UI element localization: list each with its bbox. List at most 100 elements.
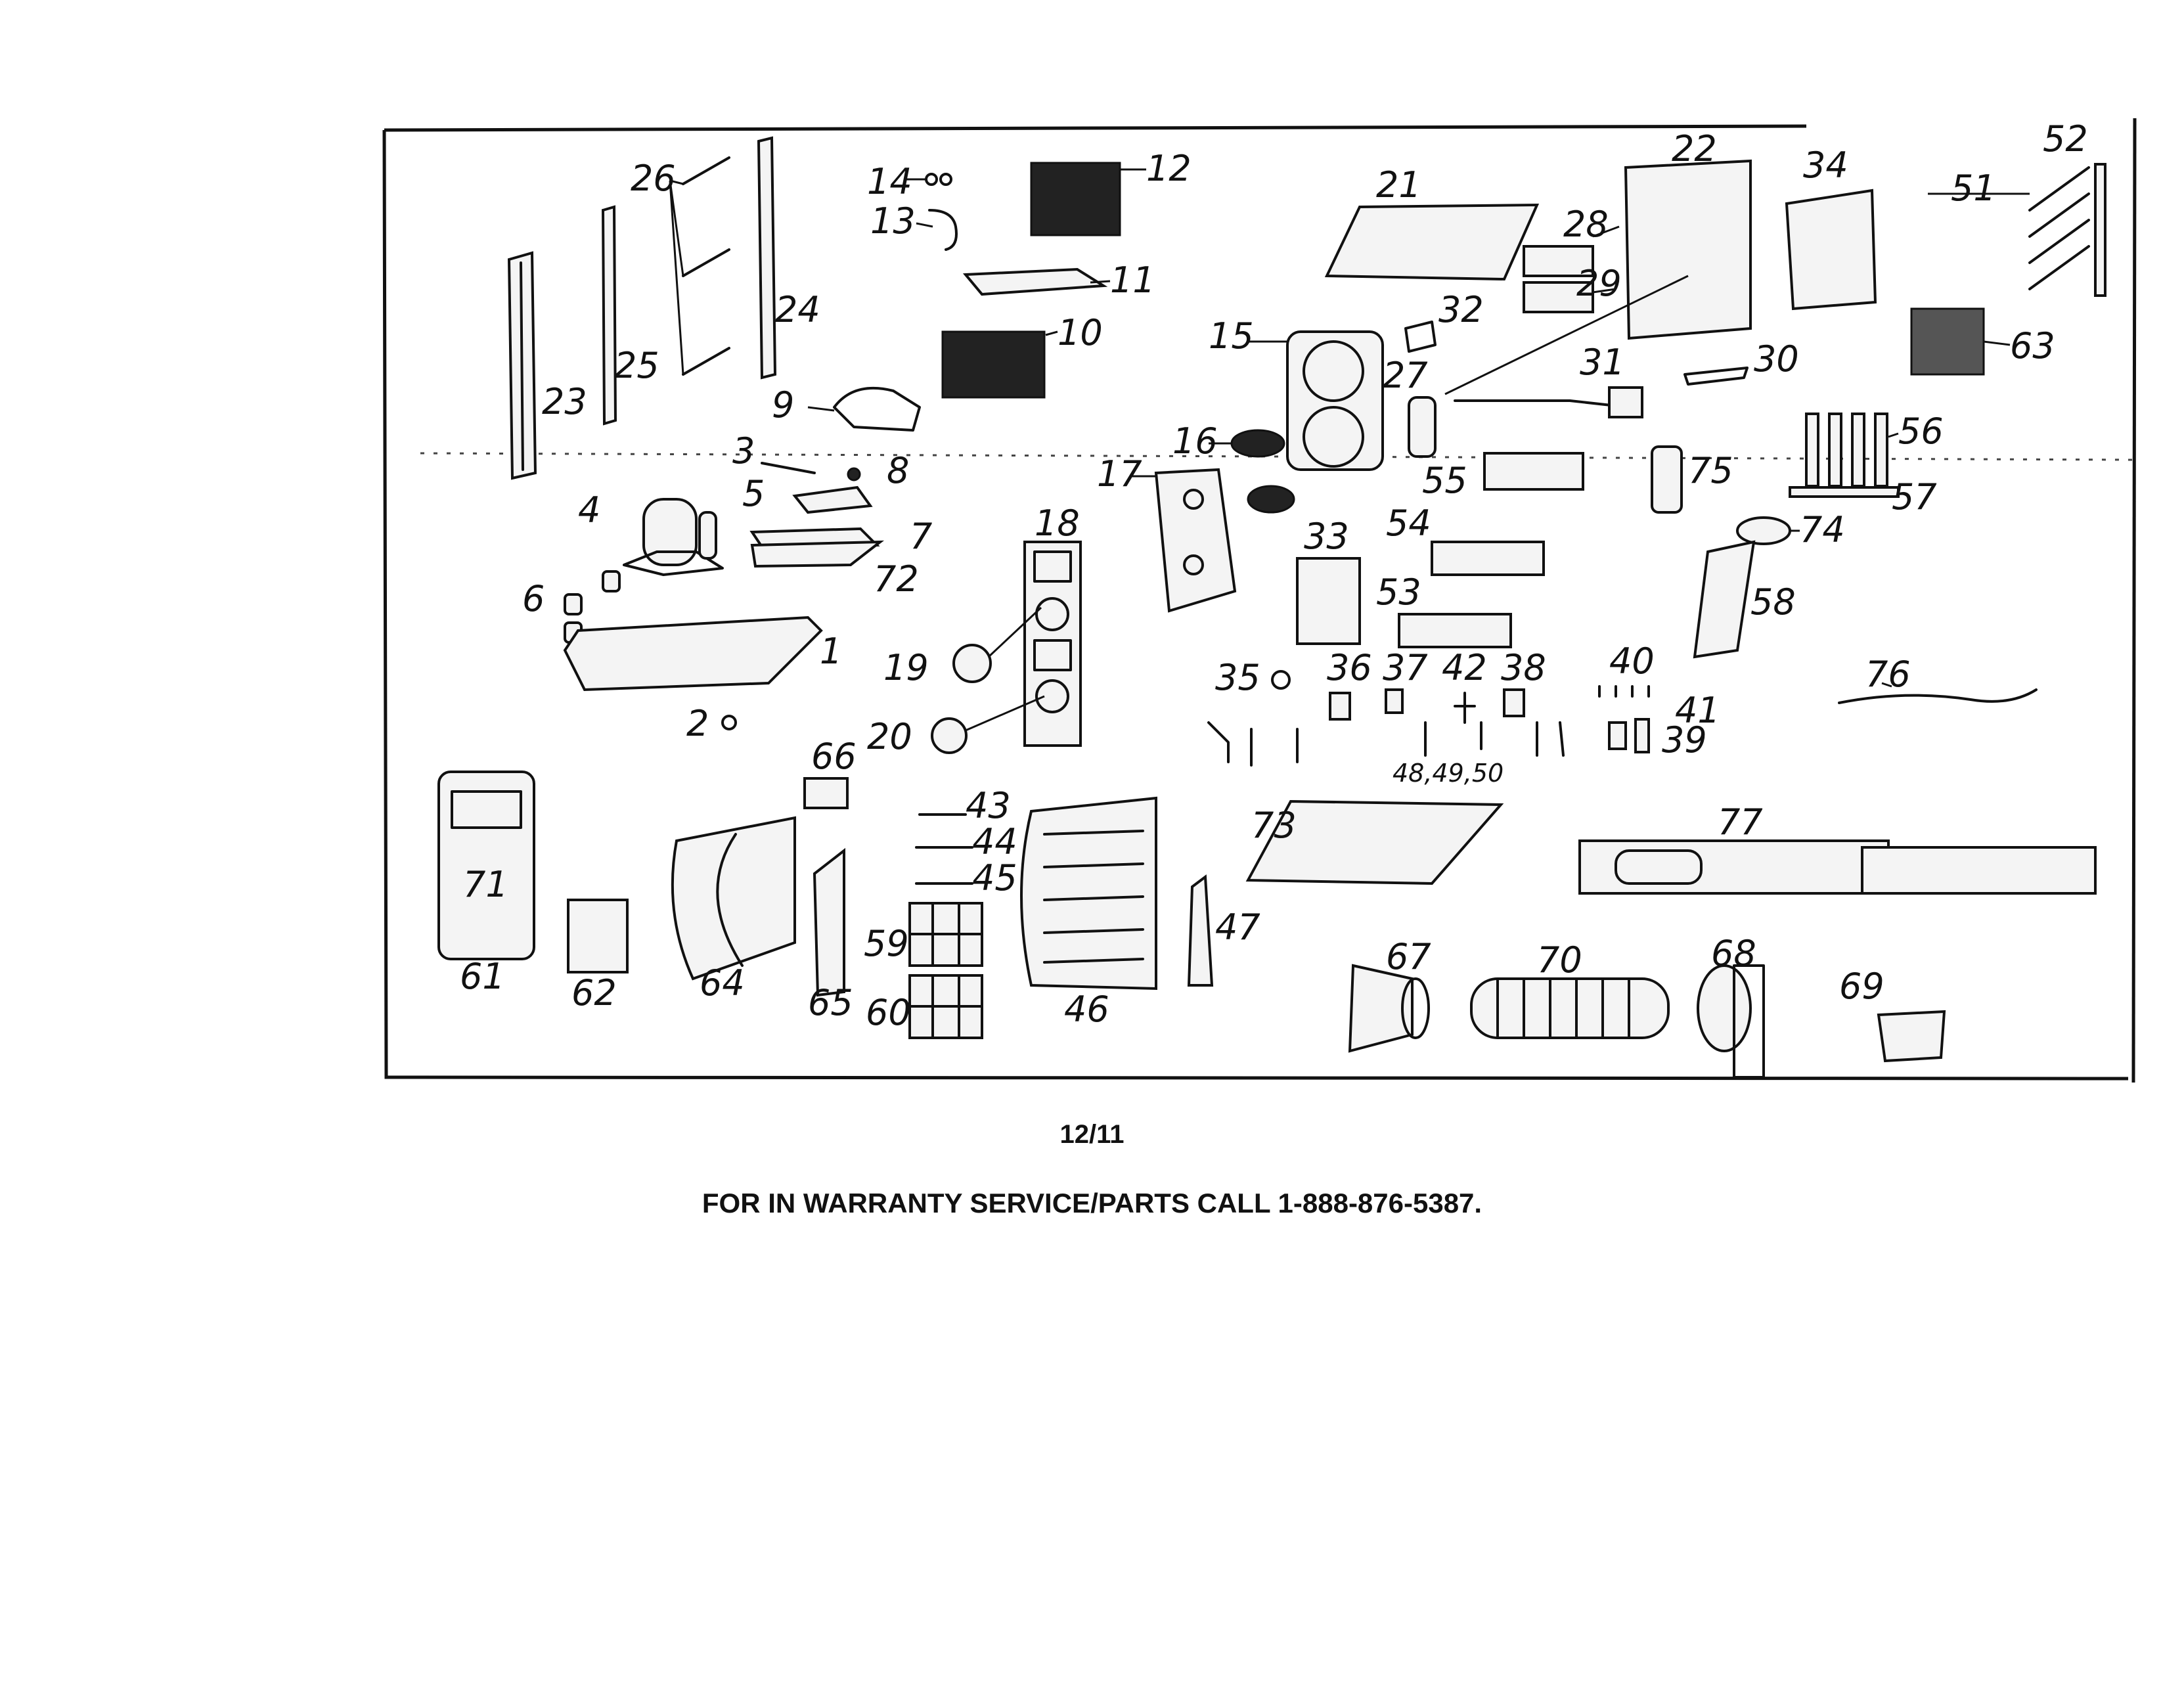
part-69-bracket: [1877, 1010, 1946, 1063]
part-70-exhaust-hose: [1470, 977, 1670, 1039]
part-27-capacitor: [1408, 396, 1437, 458]
part-66-handle: [803, 777, 849, 809]
callout-54: 54: [1386, 503, 1431, 544]
part-34-cover: [1785, 189, 1877, 311]
callout-2: 2: [686, 703, 709, 744]
callout-22: 22: [1672, 128, 1717, 169]
callout-23: 23: [542, 381, 587, 422]
callout-11: 11: [1110, 259, 1155, 301]
part-4-compressor: [623, 498, 724, 576]
callout-5: 5: [742, 473, 765, 514]
part-76-drain-hose: [1838, 688, 2038, 704]
callout-15: 15: [1209, 315, 1254, 357]
part-5-bracket: [792, 485, 873, 514]
callout-64: 64: [700, 962, 745, 1004]
callout-1: 1: [820, 631, 842, 672]
callout-17: 17: [1097, 453, 1142, 495]
part-38-sensor: [1503, 688, 1525, 717]
part-32-valve: [1404, 321, 1437, 353]
callout-58: 58: [1750, 581, 1796, 623]
callout-68: 68: [1711, 933, 1756, 974]
callout-3: 3: [732, 430, 755, 472]
callout-42: 42: [1442, 647, 1487, 688]
callout-33: 33: [1304, 516, 1349, 557]
callout-18: 18: [1035, 503, 1080, 544]
leader-lines: [807, 168, 2030, 688]
part-22-control-panel: [1444, 159, 1752, 395]
part-13-tube: [928, 209, 958, 251]
part-24-side-rail: [757, 136, 777, 380]
callout-6: 6: [522, 578, 545, 619]
part-61-front-panel: [437, 771, 535, 960]
part-52-louver-bar: [2094, 163, 2106, 297]
callout-62: 62: [571, 972, 617, 1014]
callout-38: 38: [1501, 647, 1546, 688]
callout-26: 26: [631, 158, 676, 199]
callout-66: 66: [811, 736, 857, 777]
part-14-clips: [925, 173, 952, 186]
callout-43: 43: [966, 785, 1011, 826]
callout-21: 21: [1376, 164, 1421, 206]
callout-14: 14: [867, 161, 912, 202]
part-16-fan-blade: [1230, 429, 1285, 458]
part-wires: [1207, 721, 1565, 767]
callout-31: 31: [1580, 342, 1625, 383]
part-8-sensor: [847, 467, 861, 481]
callout-8: 8: [887, 450, 909, 491]
part-43-44-45-strips: [915, 813, 973, 885]
part-53-display-board: [1398, 613, 1512, 648]
callout-75: 75: [1688, 450, 1733, 491]
part-55-display-board: [1483, 452, 1584, 491]
part-28-switch: [1523, 245, 1594, 277]
part-56-brackets: [1805, 413, 1888, 487]
part-63-grille: [1910, 307, 1985, 376]
callout-63: 63: [2010, 325, 2055, 367]
callout-32: 32: [1438, 289, 1484, 330]
part-58-duct-adapter: [1693, 540, 1756, 659]
callout-37: 37: [1383, 647, 1428, 688]
part-9-valve-assembly: [833, 386, 921, 432]
callout-19: 19: [883, 647, 929, 688]
callout-45: 45: [972, 857, 1017, 899]
part-46-side-panel: [1020, 796, 1157, 991]
part-30-bracket: [1683, 367, 1749, 386]
part-39-relay: [1608, 718, 1650, 753]
part-25-side-rail: [601, 205, 617, 426]
callout-70: 70: [1537, 939, 1582, 981]
callout-20: 20: [867, 716, 912, 757]
callout-55: 55: [1422, 460, 1467, 501]
part-64-rear-panel: [671, 816, 796, 981]
callout-16: 16: [1172, 420, 1218, 462]
callout-76: 76: [1865, 654, 1911, 695]
part-blade-b: [1247, 485, 1295, 514]
callout-34: 34: [1803, 145, 1848, 186]
part-54-display-board: [1431, 541, 1545, 576]
callout-59: 59: [864, 923, 909, 964]
part-72-base-tray: [750, 540, 885, 568]
callout-27: 27: [1383, 355, 1428, 396]
part-26-brackets: [669, 156, 730, 376]
callout-10: 10: [1058, 312, 1103, 353]
callout-73: 73: [1251, 805, 1297, 846]
part-73-filter-frame: [1245, 799, 1504, 885]
part-20-fan-motor: [931, 695, 1045, 754]
callout-51: 51: [1951, 168, 1996, 209]
part-15-fan-housing: [1286, 330, 1384, 471]
part-62-label: [567, 899, 629, 973]
callout-53: 53: [1376, 571, 1421, 613]
callout-13: 13: [870, 200, 916, 242]
part-68-hose-connector: [1697, 964, 1765, 1079]
callout-77: 77: [1718, 801, 1763, 843]
part-51-louvers: [2028, 166, 2090, 290]
part-67-duct-adapter: [1348, 964, 1430, 1053]
part-74-cap: [1736, 516, 1791, 545]
part-65-panel-strip: [813, 847, 845, 997]
callout-28: 28: [1563, 204, 1609, 245]
callout-35: 35: [1215, 657, 1260, 698]
part-47-panel-strip: [1187, 874, 1214, 987]
part-35-sensor: [1271, 670, 1291, 690]
callout-48-49-50: 48,49,50: [1393, 759, 1504, 788]
part-33-main-board: [1296, 557, 1361, 645]
part-21-filter-frame: [1324, 203, 1540, 281]
